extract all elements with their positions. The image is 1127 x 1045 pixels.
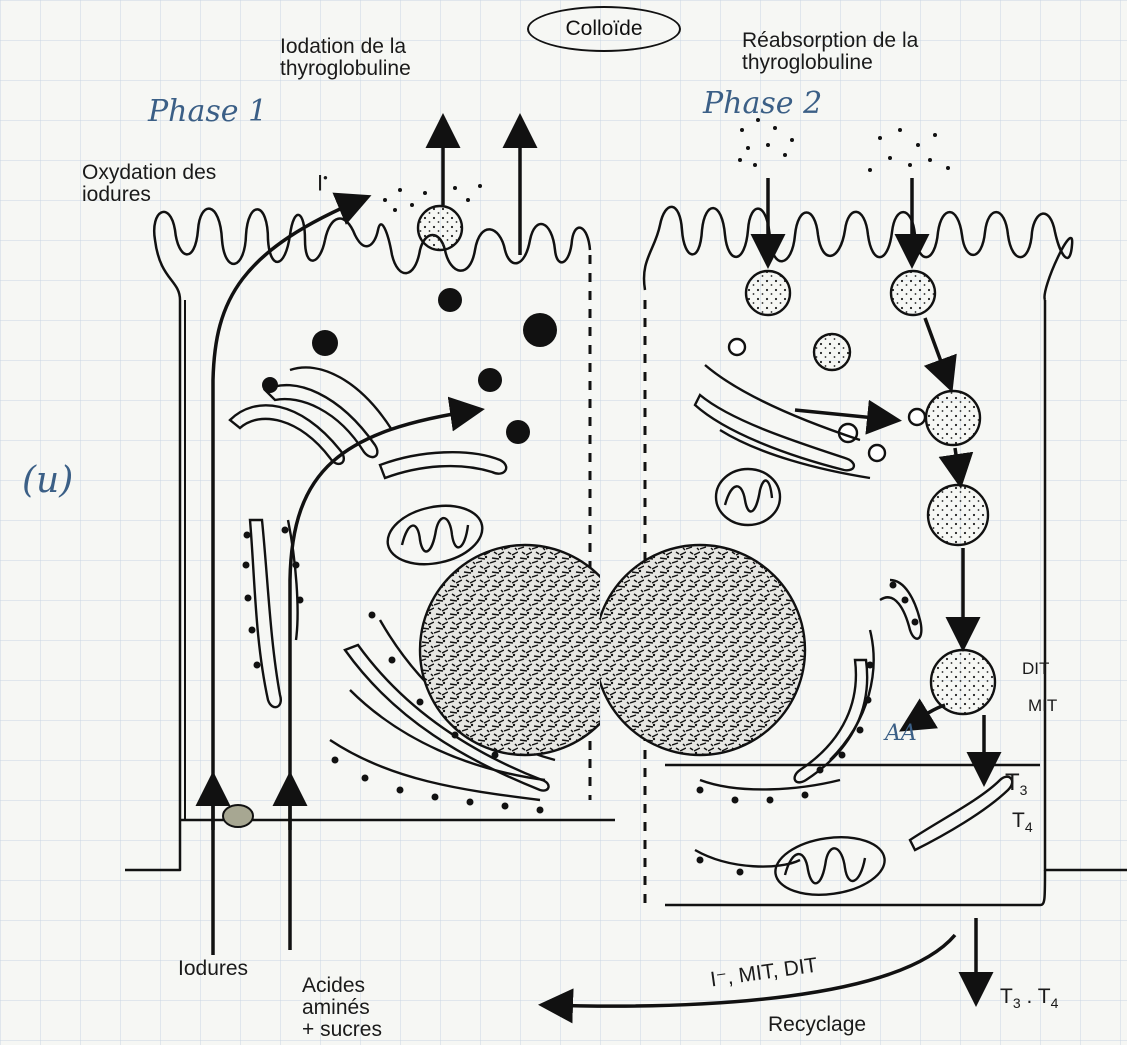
phase1-exocytosis-vesicle (418, 206, 462, 250)
recycling-label: Recyclage (768, 1014, 866, 1036)
phase2-nucleus (595, 545, 805, 755)
iodine-symbol: I• (317, 171, 328, 194)
aa-label: AA (885, 722, 917, 745)
amino-input-label: Acides aminés + sucres (302, 975, 382, 1041)
phase1-nucleus (420, 545, 630, 755)
reabsorption-label: Réabsorption de la thyroglobuline (742, 30, 918, 74)
margin-note: (u) (22, 462, 73, 500)
t3-label: T3 (1005, 770, 1027, 798)
mit-label: MIT (1028, 697, 1057, 715)
secreted-hormones-label: T3 . T4 (1000, 986, 1058, 1011)
phase2-handwritten-title: Phase 2 (703, 88, 822, 120)
dit-label: DIT (1022, 660, 1049, 678)
phase1-basal-vesicle (223, 805, 253, 827)
iodide-input-label: Iodures (178, 958, 248, 980)
iodation-label: Iodation de la thyroglobuline (280, 36, 411, 80)
colloid-label: Colloïde (527, 6, 681, 52)
oxidation-label: Oxydation des iodures (82, 162, 216, 206)
t4-label: T4 (1012, 810, 1033, 835)
phase1-handwritten-title: Phase 1 (148, 96, 267, 128)
